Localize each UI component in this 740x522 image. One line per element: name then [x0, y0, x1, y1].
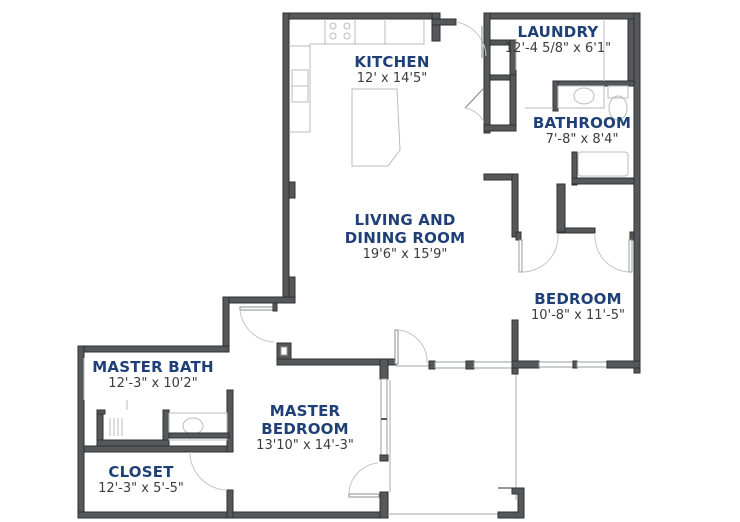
room-name-line1: LIVING AND	[354, 211, 456, 229]
room-master-bath: MASTER BATH 12'-3" x 10'2"	[92, 358, 213, 392]
room-closet: CLOSET 12'-3" x 5'-5"	[98, 463, 184, 497]
room-master-bedroom: MASTER BEDROOM 13'10" x 14'-3"	[256, 402, 354, 454]
room-name: BEDROOM	[534, 290, 622, 308]
room-name: LAUNDRY	[517, 23, 599, 41]
room-name: BATHROOM	[532, 114, 632, 132]
room-name: CLOSET	[108, 463, 174, 481]
room-kitchen: KITCHEN 12' x 14'5"	[354, 53, 429, 87]
room-dimensions: 12' x 14'5"	[356, 71, 428, 86]
room-bathroom: BATHROOM 7'-8" x 8'4"	[533, 114, 631, 148]
wall-living-left	[282, 12, 290, 304]
room-dimensions: 10'-8" x 11'-5"	[530, 308, 626, 323]
room-name-line1: MASTER	[269, 402, 341, 420]
room-name: KITCHEN	[354, 53, 430, 71]
room-name-line2: BEDROOM	[261, 420, 349, 438]
room-dimensions: 19'6" x 15'9"	[362, 247, 448, 262]
room-dimensions: 12'-4 5/8" x 6'1"	[504, 41, 612, 56]
room-bedroom: BEDROOM 10'-8" x 11'-5"	[531, 290, 625, 324]
room-laundry: LAUNDRY 12'-4 5/8" x 6'1"	[505, 23, 611, 57]
room-name: MASTER BATH	[92, 358, 214, 376]
wall-kitchen-top	[282, 12, 441, 20]
room-dimensions: 7'-8" x 8'4"	[545, 132, 619, 147]
room-name-line2: DINING ROOM	[344, 229, 466, 247]
room-dimensions: 13'10" x 14'-3"	[256, 438, 354, 453]
room-living-dining: LIVING AND DINING ROOM 19'6" x 15'9"	[345, 211, 465, 263]
room-dimensions: 12'-3" x 5'-5"	[98, 481, 184, 496]
room-dimensions: 12'-3" x 10'2"	[108, 376, 198, 391]
